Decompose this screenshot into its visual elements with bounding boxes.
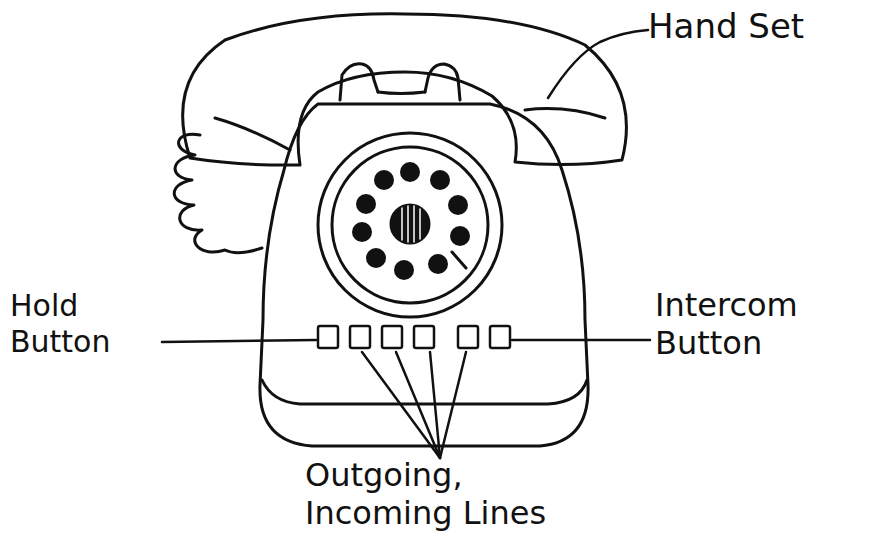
leader-line-fan [362,352,466,458]
part-label: Outgoing, Incoming Lines [305,456,605,533]
finger-stop [452,252,466,268]
part-label: Hand Set [648,6,878,47]
cradle-prong [425,64,460,100]
cradle-prong [340,64,378,100]
dial-center-hatch [402,206,420,242]
handset-earpiece-line [525,109,605,118]
part-label: Hold Button [10,288,125,360]
leader-line [548,30,648,98]
dial-inner-ring [332,147,488,303]
phone-base-line [262,380,587,404]
finger-holes [352,162,470,280]
cradle-bar [378,92,425,94]
phone-body [260,104,588,446]
leader-line [512,339,650,342]
coiled-cord [174,134,262,252]
phone-buttons [318,326,510,348]
handset-earpiece-line [215,118,290,150]
dial-outer-ring [318,133,502,317]
dial-center [391,205,429,243]
leader-line [162,340,316,342]
part-label: Intercom Button [655,286,855,363]
handset [183,14,627,165]
